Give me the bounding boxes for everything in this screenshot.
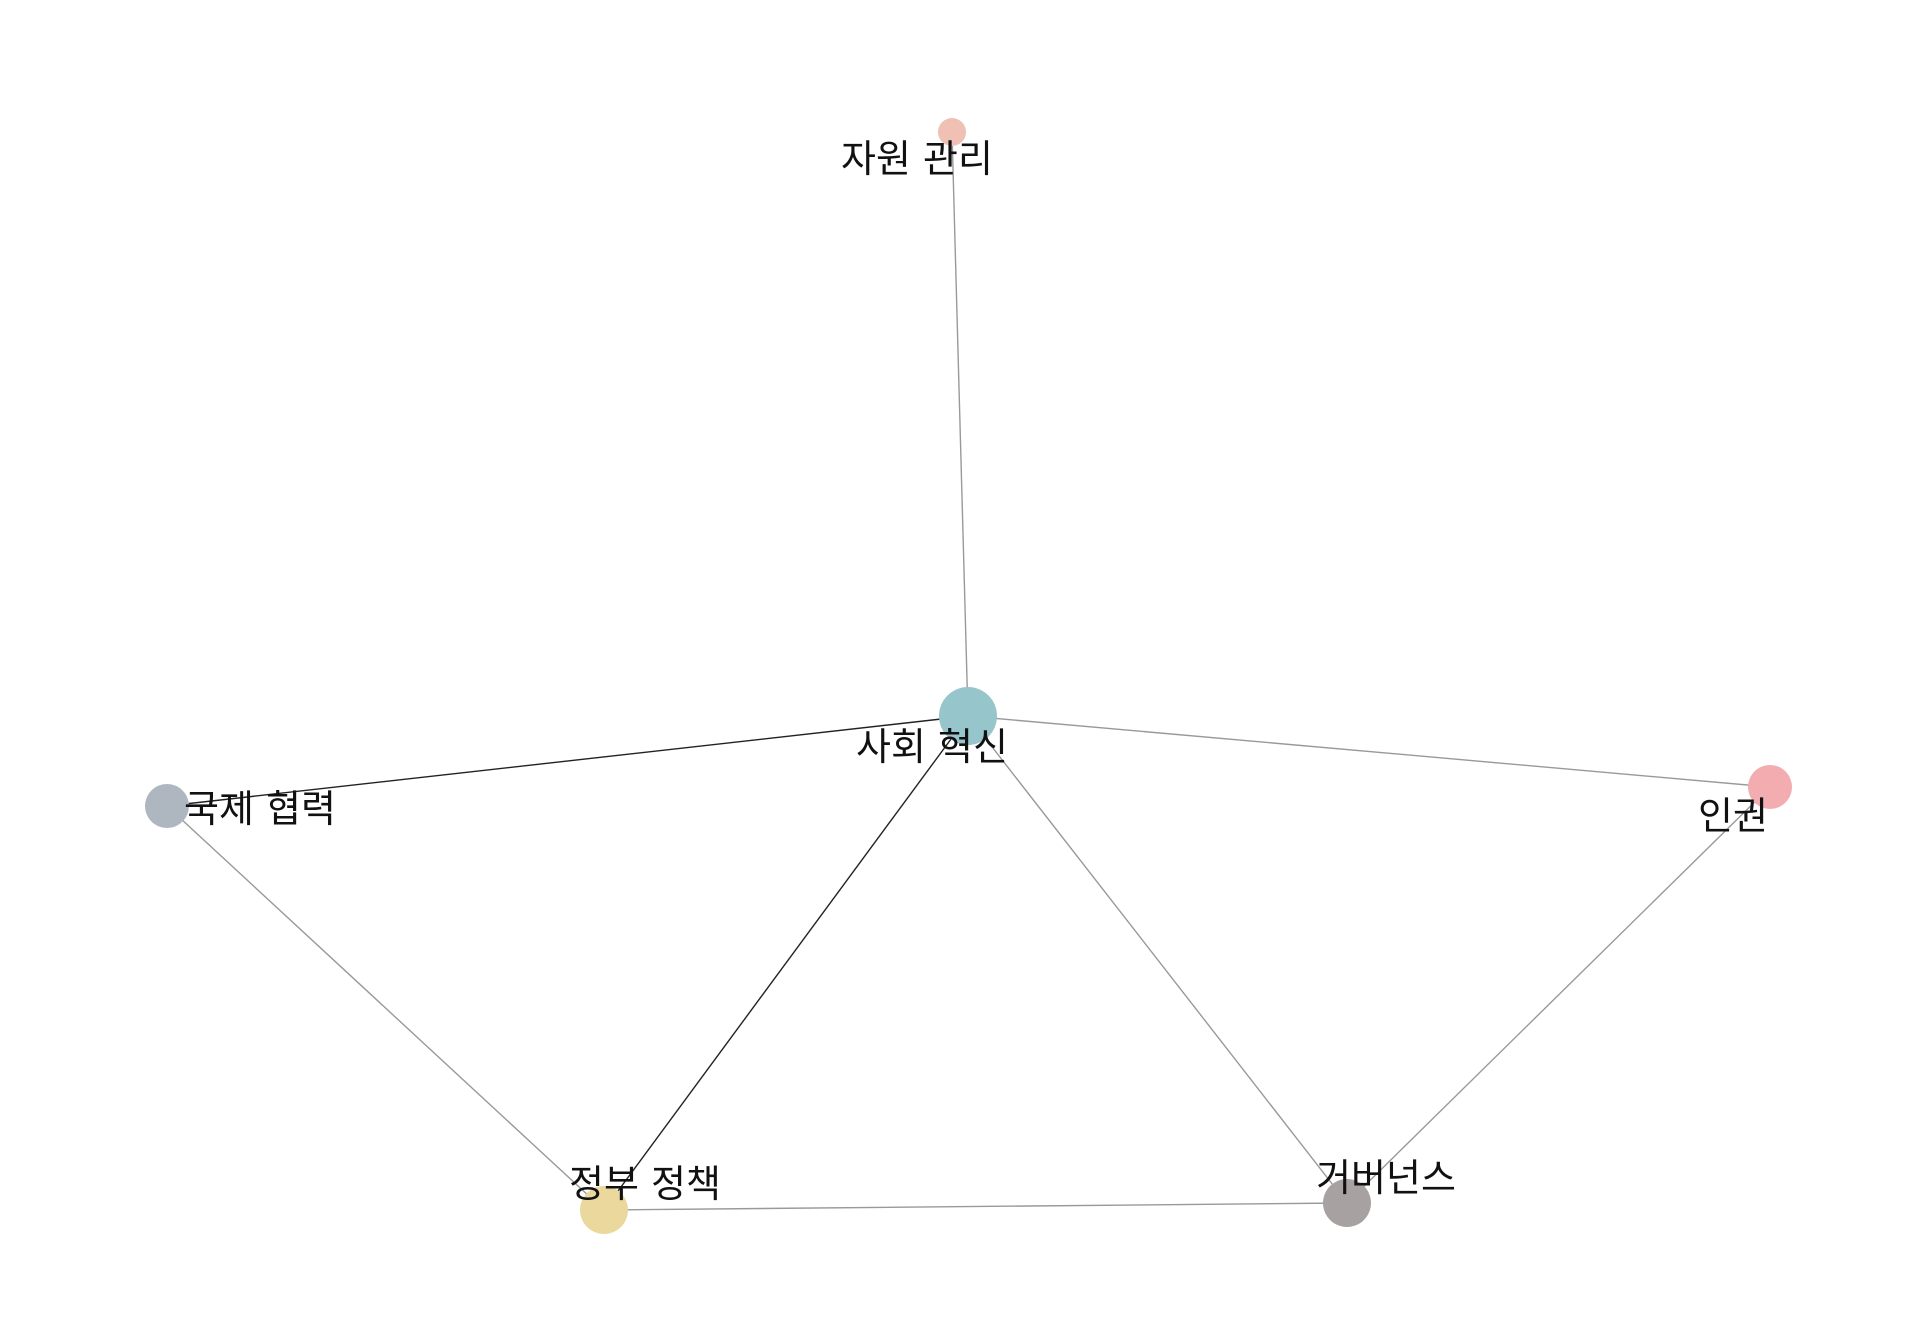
node-government-policy [580,1186,628,1234]
node-label-international-cooperation: 국제 협력 [184,787,336,831]
edge-international_cooperation-government_policy [166,805,605,1211]
edge-social_innovation-governance [967,715,1348,1204]
node-governance [1323,1179,1371,1227]
node-label-social-innovation: 사회 혁신 [856,725,1008,769]
node-label-human-rights: 인권 [1698,794,1768,838]
edge-social_innovation-government_policy [603,715,969,1211]
node-resource-management [938,118,966,146]
node-label-resource-management: 자원 관리 [841,137,993,181]
edge-social_innovation-resource_management [951,131,969,717]
edge-social_innovation-human_rights [967,715,1771,788]
node-label-governance: 거버넌스 [1316,1156,1456,1200]
edge-government_policy-governance [603,1202,1348,1211]
node-human-rights [1748,765,1792,809]
edge-human_rights-governance [1346,786,1771,1204]
node-international-cooperation [145,784,189,828]
edge-social_innovation-international_cooperation [166,715,969,807]
nodes-layer [145,118,1792,1234]
node-label-government-policy: 정부 정책 [569,1162,721,1206]
node-social-innovation [939,687,997,745]
edges-layer [166,131,1771,1211]
